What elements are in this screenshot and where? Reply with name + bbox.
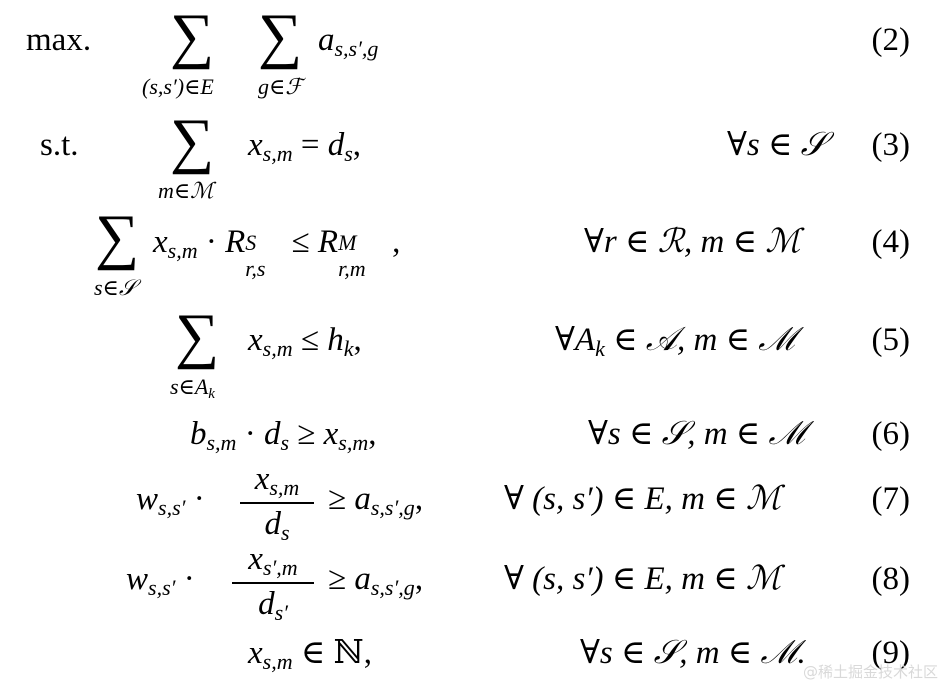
constraint-rhs: ≥ as,s′,g, xyxy=(328,561,424,600)
sum-limit: m∈ℳ xyxy=(158,178,214,203)
sum-symbol: ∑ xyxy=(175,302,220,370)
constraint-rhs: ≥ as,s′,g, xyxy=(328,481,424,520)
weight-term: ws,s′ · xyxy=(136,481,205,520)
constraint-expression: xs,m = ds, xyxy=(248,127,362,166)
constraint-condition: ∀s ∈ 𝒮, m ∈ ℳ xyxy=(588,416,806,452)
weight-term: ws,s′ · xyxy=(126,561,195,600)
sum-limit: (s,s′)∈E xyxy=(142,74,214,99)
sum-symbol: ∑ xyxy=(170,107,215,175)
max-label: max. xyxy=(26,22,92,58)
sum-symbol: ∑ xyxy=(95,203,140,271)
constraint-condition: ∀ (s, s′) ∈ E, m ∈ ℳ xyxy=(504,561,782,597)
equation-number: (8) xyxy=(871,561,910,597)
st-label: s.t. xyxy=(40,127,79,163)
sum-limit: s∈𝒮 xyxy=(94,275,136,300)
constraint-expression: xs,m ∈ ℕ, xyxy=(248,635,372,674)
equation-number: (5) xyxy=(871,322,910,358)
equation-number: (3) xyxy=(871,127,910,163)
equation-number: (7) xyxy=(871,481,910,517)
sum-limit: s∈Ak xyxy=(170,374,215,402)
constraint-expression: xs,m ≤ hk, xyxy=(248,322,362,361)
constraint-condition: ∀s ∈ 𝒮, m ∈ ℳ. xyxy=(580,635,806,671)
constraint-expression: bs,m · ds ≥ xs,m, xyxy=(190,416,377,455)
constraint-condition: ∀ (s, s′) ∈ E, m ∈ ℳ xyxy=(504,481,782,517)
sum-symbol: ∑ xyxy=(170,2,215,70)
equation-number: (6) xyxy=(871,416,910,452)
equation-number: (2) xyxy=(871,22,910,58)
objective-term: as,s′,g xyxy=(318,22,379,61)
constraint-condition: ∀s ∈ 𝒮 xyxy=(727,127,827,163)
constraint-condition: ∀r ∈ ℛ, m ∈ ℳ xyxy=(584,224,801,260)
sum-symbol: ∑ xyxy=(258,2,303,70)
watermark: @稀土掘金技术社区 xyxy=(802,663,938,681)
constraint-condition: ∀Ak ∈ 𝒜, m ∈ ℳ xyxy=(555,322,796,361)
equation-number: (9) xyxy=(871,635,910,671)
equation-number: (4) xyxy=(871,224,910,260)
sum-limit: g∈ℱ xyxy=(258,74,303,99)
